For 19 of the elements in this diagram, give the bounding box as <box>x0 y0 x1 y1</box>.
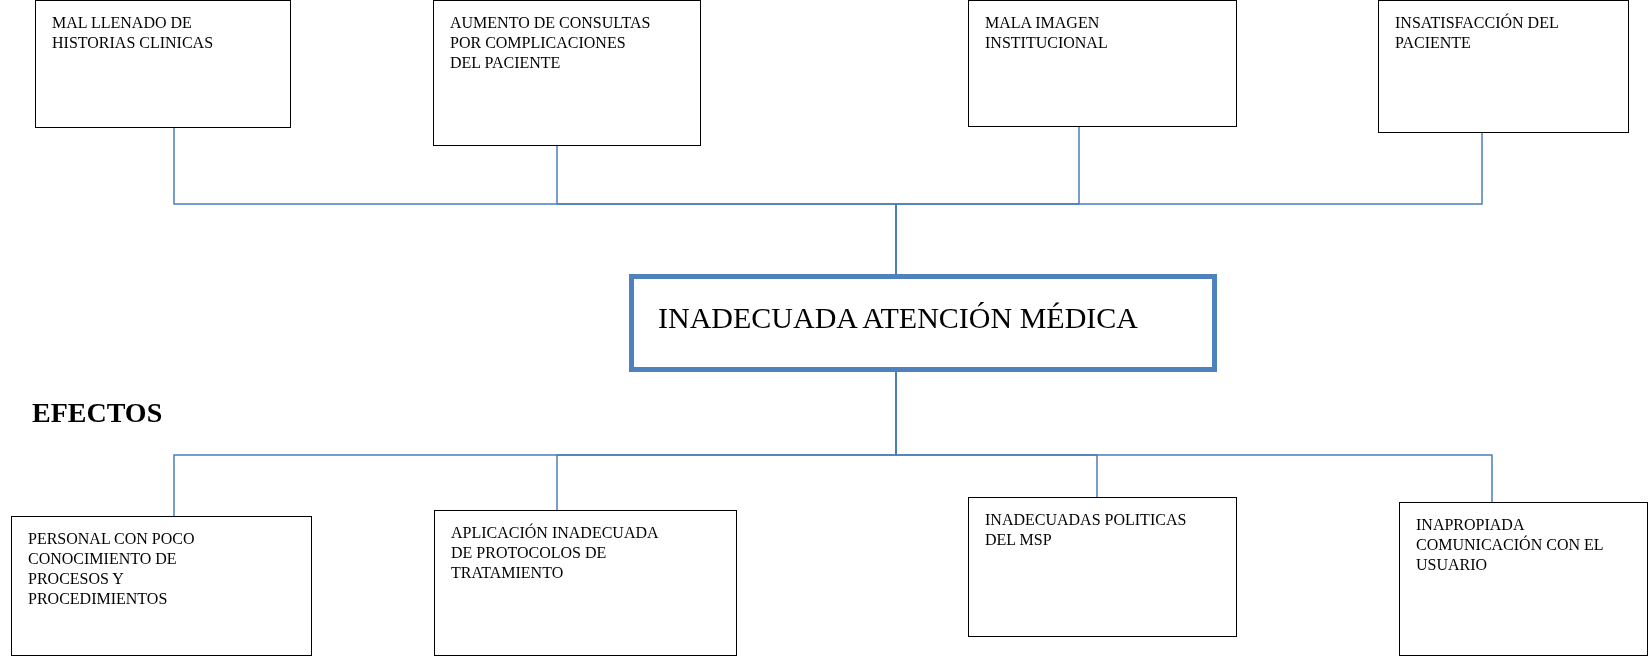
text-box <box>1378 0 1629 133</box>
box-text: PERSONAL CON POCO CONOCIMIENTO DE PROCESOS Y PROCEDIMIENTOS <box>28 529 196 609</box>
text-box <box>433 0 701 146</box>
text-box <box>35 0 291 128</box>
box-text: MALA IMAGEN INSTITUCIONAL <box>985 13 1109 53</box>
text-box <box>968 0 1237 127</box>
text-box <box>11 516 312 656</box>
text-box <box>1399 502 1648 656</box>
text-box <box>968 497 1237 637</box>
box-text: INADECUADAS POLITICAS DEL MSP <box>985 510 1188 550</box>
section-heading: EFECTOS <box>32 396 163 430</box>
box-text: AUMENTO DE CONSULTAS POR COMPLICACIONES DEL PACIENTE <box>450 13 652 73</box>
box-text: MAL LLENADO DE HISTORIAS CLINICAS <box>52 13 215 53</box>
box-text: INSATISFACCIÓN DEL PACIENTE <box>1395 13 1560 53</box>
text-box <box>434 510 737 656</box>
box-text: INAPROPIADA COMUNICACIÓN CON EL USUARIO <box>1416 515 1604 575</box>
box-text: APLICACIÓN INADECUADA DE PROTOCOLOS DE TRATAMIENTO <box>451 523 660 583</box>
problem-box <box>629 274 1217 372</box>
box-text: INADECUADA ATENCIÓN MÉDICA <box>658 300 1139 336</box>
